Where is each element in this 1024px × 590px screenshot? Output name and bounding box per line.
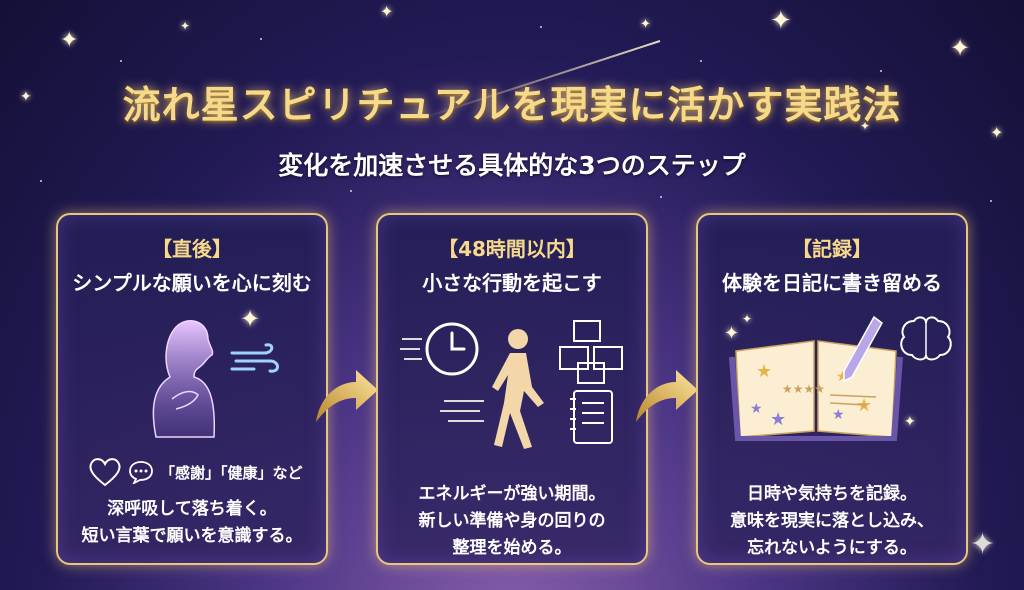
walking-person-icon <box>492 329 544 449</box>
card-heading: 小さな行動を起こす <box>422 271 602 295</box>
arrow-right-icon <box>636 370 698 422</box>
arrow-right-icon <box>316 370 378 422</box>
sparkle-icon: ✦ <box>770 6 792 36</box>
sparkle-icon: ✦ <box>860 119 871 133</box>
step-card-immediate: 【直後】 シンプルな願いを心に刻む ✦ 「感謝」「健康」など 深呼吸して落ち着く… <box>56 213 328 565</box>
sparkle-icon: ✦ <box>180 19 191 33</box>
svg-text:★★★★: ★★★★ <box>782 382 825 396</box>
sparkle-icon: ✦ <box>742 312 753 326</box>
svg-text:★: ★ <box>756 361 772 382</box>
sparkle-icon: ✦ <box>990 123 1004 142</box>
speech-bubble-icon <box>129 461 153 484</box>
sparkle-icon: ✦ <box>724 323 740 344</box>
svg-text:★: ★ <box>770 409 786 430</box>
sparkle-icon: ✦ <box>640 17 651 32</box>
pen-icon <box>843 315 883 383</box>
body-line: 整理を始める。 <box>452 538 572 558</box>
page-title: 流れ星スピリチュアルを現実に活かす実践法 <box>122 83 902 127</box>
boxes-icon <box>559 320 623 384</box>
heart-icon <box>89 458 121 487</box>
card-body: エネルギーが強い期間。 新しい準備や身の回りの 整理を始める。 <box>378 481 646 562</box>
sparkle-icon: ✦ <box>904 414 916 430</box>
svg-text:★: ★ <box>832 407 845 423</box>
step-card-within-48-hours: 【48時間以内】 小さな行動を起こす エネルギーが強い期間。 新しい準備や身の回… <box>376 213 648 565</box>
body-line: 意味を現実に落とし込み、 <box>730 511 934 531</box>
page-subtitle: 変化を加速させる具体的な3つのステップ <box>278 151 746 180</box>
sparkle-icon: ✦ <box>970 527 996 562</box>
woman-breathing-icon <box>152 320 216 438</box>
sparkle-icon: ✦ <box>380 2 394 21</box>
body-line: 新しい準備や身の回りの <box>418 511 606 531</box>
notebook-icon <box>570 390 613 444</box>
keyword-line: 「感謝」「健康」など <box>88 457 308 487</box>
step-card-record: 【記録】 体験を日記に書き留める ★ ★★★★ ★ ★ ★ ★ ★ ✦ ✦ ✦ … <box>696 213 968 565</box>
card-tag: 【直後】 <box>152 237 232 261</box>
open-diary-icon: ★ ★★★★ ★ ★ ★ ★ ★ <box>729 340 903 441</box>
sparkle-icon: ✦ <box>60 28 79 53</box>
body-line: 忘れないようにする。 <box>747 538 917 558</box>
wind-icon <box>230 343 279 373</box>
card-heading: シンプルな願いを心に刻む <box>72 271 312 295</box>
card-tag: 【記録】 <box>792 237 872 261</box>
body-line: 短い言葉で願いを意識する。 <box>81 526 303 546</box>
body-line: 深呼吸して落ち着く。 <box>107 499 277 519</box>
sparkle-icon: ✦ <box>950 34 971 62</box>
keyword-text: 「感謝」「健康」など <box>160 463 303 482</box>
card-body: 日時や気持ちを記録。 意味を現実に落とし込み、 忘れないようにする。 <box>698 481 966 562</box>
brain-icon <box>900 316 952 361</box>
clock-icon <box>400 322 479 376</box>
speed-lines <box>440 400 484 422</box>
sparkle-icon: ✦ <box>240 305 261 333</box>
svg-text:★: ★ <box>750 401 763 417</box>
sparkle-icon: ✦ <box>20 89 32 105</box>
card-tag: 【48時間以内】 <box>438 237 586 261</box>
body-line: 日時や気持ちを記録。 <box>747 484 917 504</box>
body-line: エネルギーが強い期間。 <box>418 484 606 504</box>
card-body: 深呼吸して落ち着く。 短い言葉で願いを意識する。 <box>58 496 326 550</box>
card-heading: 体験を日記に書き留める <box>722 271 942 295</box>
